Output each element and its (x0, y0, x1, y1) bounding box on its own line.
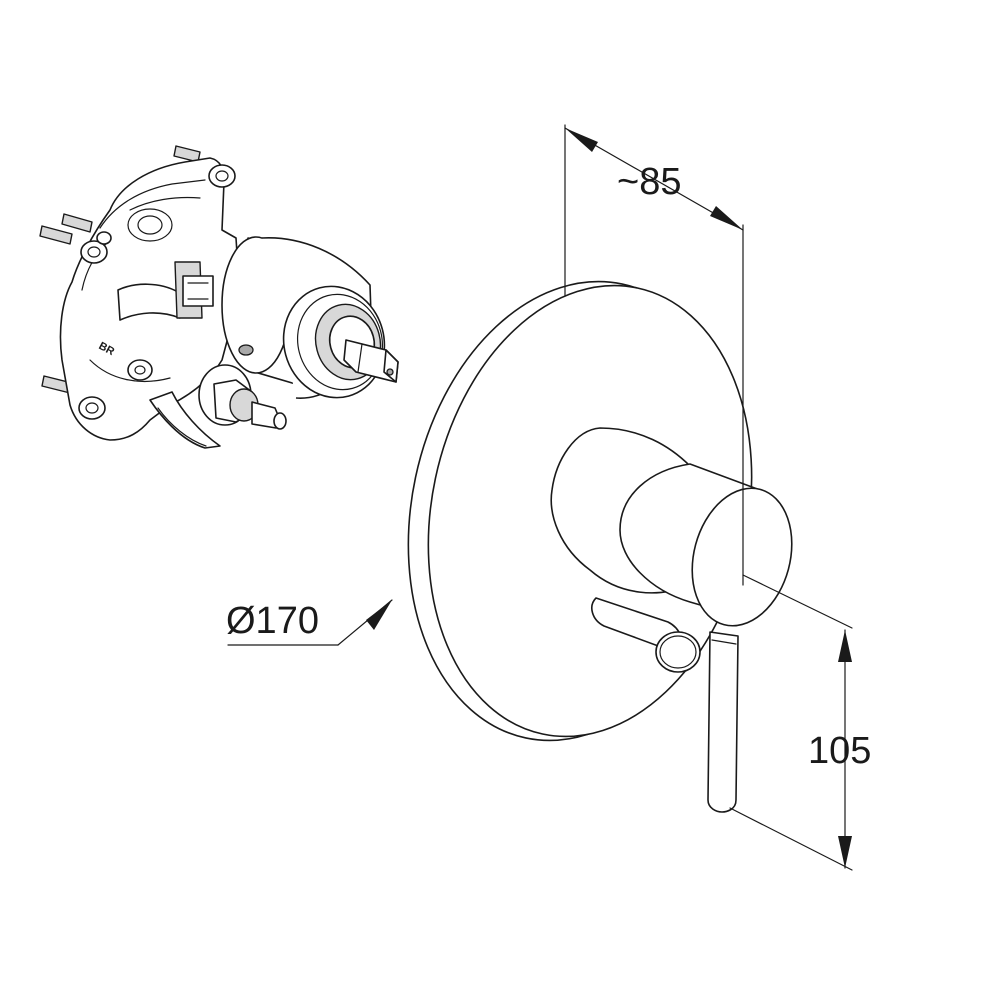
height-label: 105 (808, 730, 871, 772)
diverter-button (591, 597, 701, 673)
mounting-ears (78, 164, 236, 420)
mixer-lever (707, 631, 739, 813)
diameter-dimension: Ø170 (226, 599, 393, 646)
diverter-nut (198, 364, 287, 430)
faceplate-assembly (407, 280, 793, 813)
spindle (343, 339, 399, 383)
diameter-label: Ø170 (226, 600, 319, 642)
depth-dimension: ~85 (564, 124, 744, 586)
mounting-pins (39, 145, 201, 395)
depth-label: ~85 (617, 161, 681, 203)
concealed-valve-body: BR (39, 145, 399, 449)
height-dimension: 105 (729, 574, 871, 871)
sleeve-end-face (691, 487, 793, 627)
